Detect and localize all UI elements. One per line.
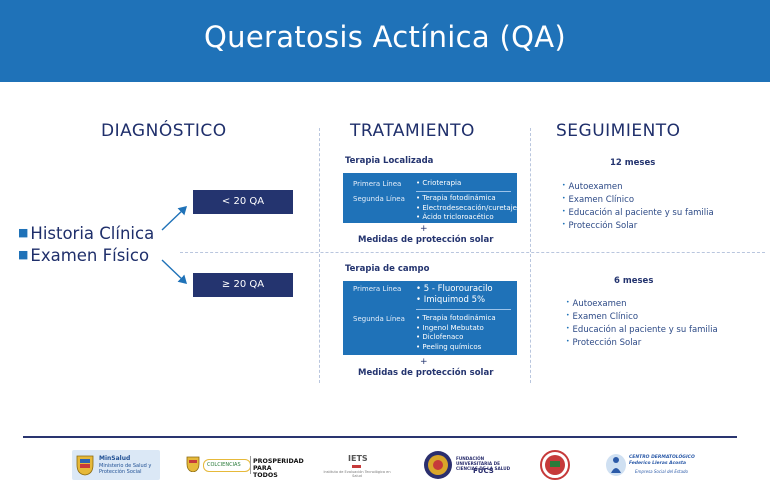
list-item: •Autoexamen	[566, 299, 627, 309]
column-divider-left	[319, 128, 320, 383]
localizada-segunda-list: • Terapia fotodinámica • Electrodesecaci…	[416, 194, 517, 221]
localizada-segunda-label: Segunda Línea	[353, 195, 405, 203]
campo-title: Terapia de campo	[345, 264, 430, 274]
seguimiento-heading: SEGUIMIENTO	[556, 121, 681, 141]
campo-divider	[416, 309, 511, 310]
arrow-down	[161, 259, 188, 284]
localizada-divider	[416, 191, 511, 192]
list-item: •Examen Clínico	[562, 195, 635, 205]
diagnostico-item-examen: ■Examen Físico	[18, 246, 150, 265]
fucs-logo: FUNDACIÓN UNIVERSITARIA DE CIENCIAS DE L…	[423, 450, 521, 480]
branch-high-badge: ≥ 20 QA	[193, 273, 293, 297]
campo-box: Primera Línea • 5 - Fluorouracilo • Imiq…	[343, 281, 517, 355]
localizada-box: Primera Línea • Crioterapia Segunda Líne…	[343, 173, 517, 223]
localizada-title: Terapia Localizada	[345, 156, 434, 166]
cdfla-logo: CENTRO DERMATOLÓGICO Federico Lleras Aco…	[605, 450, 715, 480]
tratamiento-heading: TRATAMIENTO	[350, 121, 475, 141]
colciencias-logo: COLCIENCIAS PROSPERIDAD PARA TODOS	[186, 450, 304, 480]
seguimiento-period-12: 12 meses	[610, 158, 656, 168]
iets-logo: IETS Instituto de Evaluación Tecnológica…	[323, 454, 391, 479]
coat-of-arms-icon	[186, 456, 200, 472]
localizada-primera-label: Primera Línea	[353, 180, 402, 188]
list-item: •Educación al paciente y su familia	[566, 325, 718, 335]
seguimiento-period-6: 6 meses	[614, 276, 654, 286]
branch-low-badge: < 20 QA	[193, 190, 293, 214]
medidas-top: Medidas de protección solar	[358, 235, 494, 245]
minsalud-logo: MinSalud Ministerio de Salud y Protecció…	[72, 450, 160, 480]
medidas-bottom: Medidas de protección solar	[358, 368, 494, 378]
list-item: •Protección Solar	[562, 221, 638, 231]
campo-primera-label: Primera Línea	[353, 285, 402, 293]
fucs-seal-icon	[424, 451, 452, 479]
localizada-primera-list: • Crioterapia	[416, 179, 462, 187]
seguimiento-list-top: •Autoexamen •Examen Clínico •Educación a…	[562, 180, 714, 232]
diagnostico-item-historia: ■Historia Clínica	[18, 224, 155, 243]
arrow-up	[161, 206, 188, 231]
diagnostico-heading: DIAGNÓSTICO	[101, 121, 227, 141]
campo-segunda-label: Segunda Línea	[353, 315, 405, 323]
list-item: •Protección Solar	[566, 338, 642, 348]
title-banner: Queratosis Actínica (QA)	[0, 0, 770, 82]
figure-icon	[606, 454, 626, 476]
campo-primera-list: • 5 - Fluorouracilo • Imiquimod 5%	[416, 284, 493, 305]
list-item: •Educación al paciente y su familia	[562, 208, 714, 218]
branch-arrows	[161, 206, 188, 284]
campo-segunda-list: • Terapia fotodinámica • Ingenol Mebutat…	[416, 314, 496, 351]
institution-seal-icon	[540, 450, 570, 480]
seguimiento-list-bottom: •Autoexamen •Examen Clínico •Educación a…	[566, 297, 718, 349]
page-title: Queratosis Actínica (QA)	[204, 20, 566, 54]
plus-sign-bottom: +	[420, 357, 428, 367]
list-item: •Examen Clínico	[566, 312, 639, 322]
footer-divider	[23, 436, 737, 438]
plus-sign-top: +	[420, 224, 428, 234]
row-divider	[180, 252, 765, 253]
list-item: •Autoexamen	[562, 182, 623, 192]
prosperidad-logo: PROSPERIDAD PARA TODOS	[253, 458, 304, 479]
column-divider-right	[530, 128, 531, 383]
coat-of-arms-icon	[76, 455, 94, 476]
